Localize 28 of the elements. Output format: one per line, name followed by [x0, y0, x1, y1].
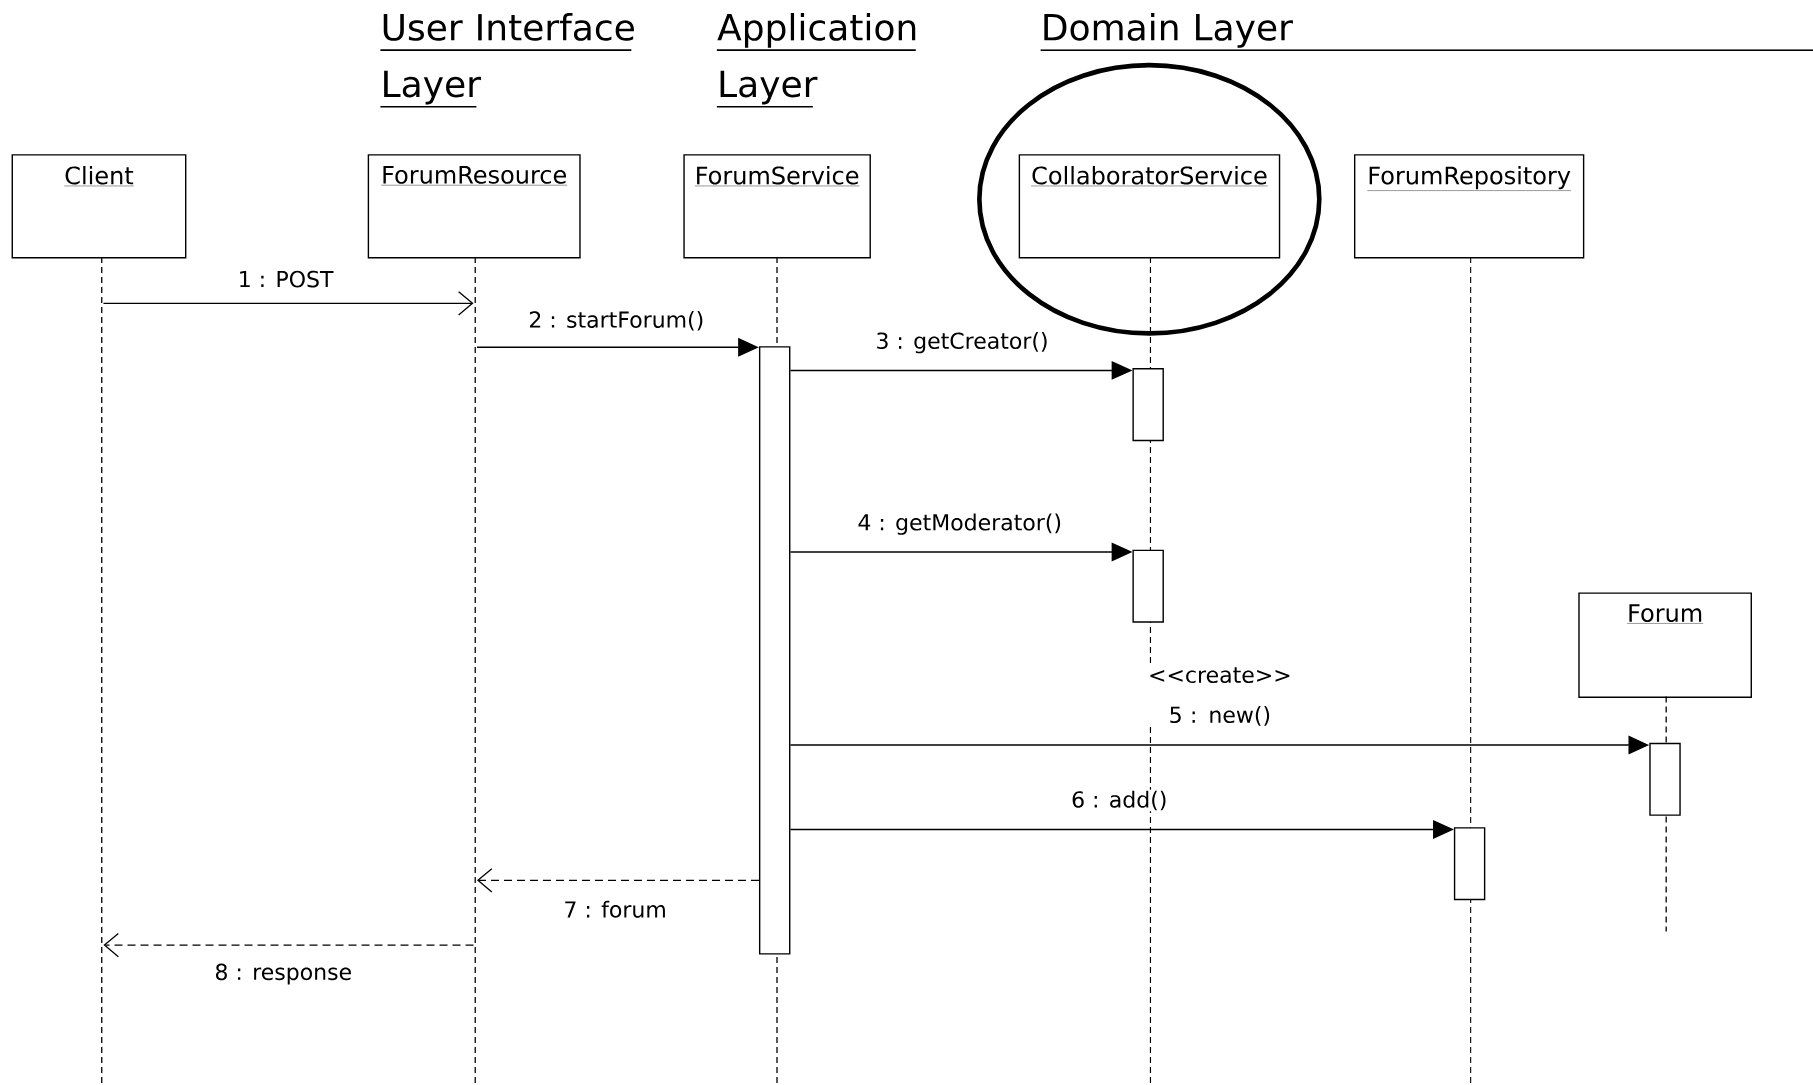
- layer-title: Domain Layer: [1044, 13, 1293, 48]
- message-label: 3 : getCreator(): [874, 331, 1050, 355]
- message-arrow: [102, 291, 474, 316]
- message-label: 6 : add(): [1070, 789, 1169, 812]
- object-box: ForumResource: [367, 154, 581, 259]
- return-arrow: [103, 932, 475, 958]
- object-box: CollaboratorService: [1018, 154, 1281, 259]
- lifeline: [1470, 256, 1472, 1085]
- lifeline: [101, 256, 103, 1085]
- return-arrow: [476, 868, 760, 893]
- layer-title: Application Layer: [717, 13, 916, 105]
- message-label: <<create>> 5 : new(): [1133, 666, 1306, 727]
- activation-bar: [1132, 549, 1164, 623]
- object-box: ForumRepository: [1354, 154, 1585, 259]
- layer-title: User Interface Layer: [383, 13, 634, 105]
- message-label: 7 : forum: [562, 899, 668, 919]
- activation-bar: [1132, 368, 1164, 442]
- activation-bar: [1649, 742, 1681, 816]
- message-label: 4 : getModerator(): [856, 512, 1063, 536]
- object-box: Client: [11, 154, 187, 259]
- message-label: 2 : startForum(): [527, 309, 706, 332]
- activation-bar: [758, 346, 791, 955]
- message-label: 1 : POST: [236, 269, 335, 289]
- lifeline: [474, 256, 476, 1085]
- activation-bar: [1453, 827, 1486, 901]
- message-label: 8 : response: [213, 962, 354, 986]
- object-box: Forum: [1578, 592, 1752, 698]
- object-box: ForumService: [683, 154, 871, 259]
